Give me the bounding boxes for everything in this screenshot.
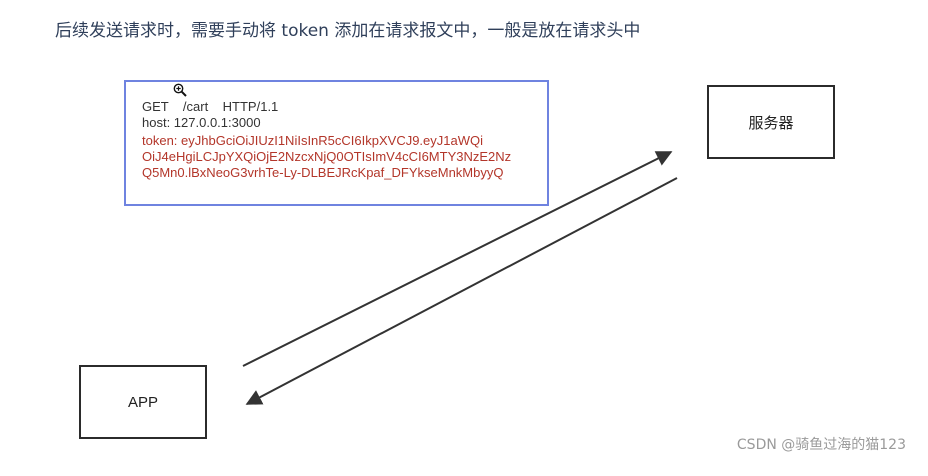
http-request-box: GET /cart HTTP/1.1 host: 127.0.0.1:3000 … [124, 80, 549, 206]
app-node: APP [79, 365, 207, 439]
request-line: GET /cart HTTP/1.1 [142, 99, 279, 114]
page-heading: 后续发送请求时，需要手动将 token 添加在请求报文中，一般是放在请求头中 [55, 21, 641, 41]
zoom-in-icon [173, 83, 187, 97]
app-label: APP [127, 393, 158, 411]
token-line-3: Q5Mn0.lBxNeoG3vrhTe-Ly-DLBEJRcKpaf_DFYks… [142, 165, 504, 180]
watermark: CSDN @骑鱼过海的猫123 [736, 437, 906, 453]
token-line-1: token: eyJhbGciOiJIUzI1NiIsInR5cCI6IkpXV… [142, 133, 484, 148]
server-node: 服务器 [707, 85, 835, 159]
server-label: 服务器 [748, 114, 794, 132]
response-arrow [245, 177, 678, 405]
request-arrow [242, 151, 673, 367]
host-line: host: 127.0.0.1:3000 [142, 115, 261, 130]
token-line-2: OiJ4eHgiLCJpYXQiOjE2NzcxNjQ0OTIsImV4cCI6… [142, 149, 512, 164]
